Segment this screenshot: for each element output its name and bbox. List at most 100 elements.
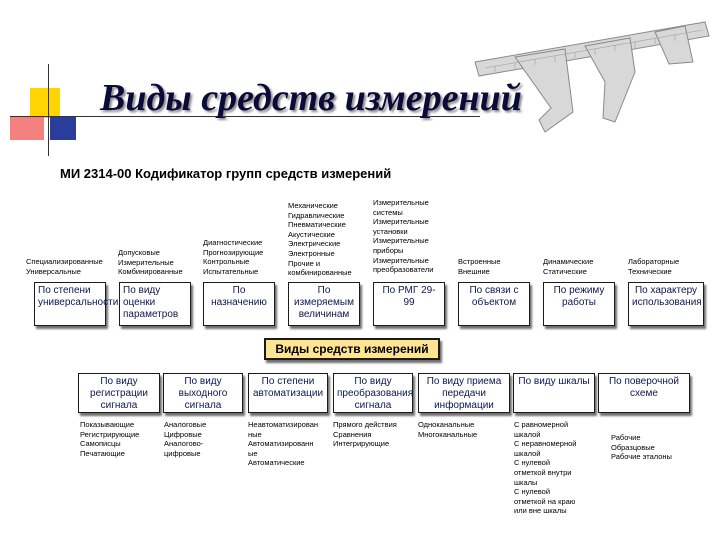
- list-item: Самописцы: [80, 439, 121, 449]
- category-box-mode: По режиму работы: [543, 282, 615, 326]
- category-box-verification: По поверочной схеме: [598, 373, 690, 413]
- caliper-icon: [474, 21, 710, 133]
- list-item: Измерительные: [373, 217, 429, 227]
- slide-title: Виды средств измерений: [100, 77, 522, 119]
- list-item: Прогнозирующие: [203, 247, 264, 257]
- logo-red-square: [10, 116, 44, 140]
- bottom-items-3: Прямого действия Сравнения Интегрирующие: [333, 420, 397, 449]
- category-box-automation: По степени автоматизации: [248, 373, 328, 413]
- list-item: С неравномерной: [514, 439, 577, 449]
- list-item: С нулевой: [514, 487, 551, 497]
- list-item: Прямого действия: [333, 420, 397, 429]
- list-item: Образцовые: [611, 442, 655, 452]
- category-box-estimation: По виду оценки параметров: [119, 282, 191, 326]
- list-item: или вне шкалы: [514, 506, 567, 516]
- list-item: Печатающие: [80, 448, 125, 458]
- list-item: Электронные: [288, 248, 335, 258]
- list-item: ные: [248, 429, 262, 439]
- center-label: Виды средств измерений: [264, 338, 440, 360]
- list-item: Диагностические: [203, 238, 263, 247]
- bottom-items-1: Аналоговые Цифровые Аналогово- цифровые: [164, 420, 206, 458]
- category-box-rmg: По РМГ 29-99: [373, 282, 445, 326]
- list-item: преобразователи: [373, 265, 434, 275]
- list-item: Электрические: [288, 239, 341, 249]
- top-items-5: Встроенные Внешние: [458, 257, 501, 276]
- list-item: Контрольные: [203, 257, 250, 267]
- list-item: отметкой внутри: [514, 467, 572, 477]
- bottom-items-2: Неавтоматизирован ные Автоматизированн ы…: [248, 420, 318, 468]
- list-item: Акустические: [288, 229, 335, 239]
- list-item: Внешние: [458, 266, 490, 276]
- category-box-usage: По характеру использования: [628, 282, 704, 326]
- list-item: Технические: [628, 266, 672, 276]
- list-item: Универсальные: [26, 266, 81, 276]
- top-items-7: Лабораторные Технические: [628, 257, 679, 276]
- list-item: Рабочие: [611, 433, 641, 442]
- list-item: Динамические: [543, 257, 594, 266]
- list-item: С нулевой: [514, 458, 551, 468]
- top-items-2: Диагностические Прогнозирующие Контрольн…: [203, 238, 263, 276]
- list-item: шкалой: [514, 429, 541, 439]
- list-item: Одноканальные: [418, 420, 475, 429]
- category-box-registration: По виду регистрации сигнала: [78, 373, 160, 413]
- category-box-scale: По виду шкалы: [513, 373, 595, 413]
- list-item: системы: [373, 207, 403, 217]
- list-item: Автоматические: [248, 458, 305, 468]
- list-item: Допусковые: [118, 248, 160, 257]
- list-item: С равномерной: [514, 420, 569, 429]
- category-box-universality: По степени универсальности: [34, 282, 118, 326]
- list-item: отметкой на краю: [514, 496, 576, 506]
- category-box-purpose: По назначению: [203, 282, 275, 326]
- bottom-items-6: Рабочие Образцовые Рабочие эталоны: [611, 433, 672, 462]
- list-item: Встроенные: [458, 257, 501, 266]
- list-item: Механические: [288, 201, 338, 210]
- category-box-measured-quantities: По измеряемым величинам: [288, 282, 360, 326]
- list-item: приборы: [373, 245, 404, 255]
- list-item: Лабораторные: [628, 257, 680, 266]
- list-item: шкалы: [514, 477, 538, 487]
- list-item: Аналогово-: [164, 439, 204, 449]
- list-item: Автоматизированн: [248, 439, 314, 449]
- list-item: Специализированные: [26, 257, 103, 266]
- category-box-object-link: По связи с объектом: [458, 282, 530, 326]
- list-item: цифровые: [164, 448, 201, 458]
- list-item: Показывающие: [80, 420, 135, 429]
- list-item: Сравнения: [333, 429, 372, 439]
- top-items-0: Специализированные Универсальные: [26, 257, 103, 276]
- list-item: Измерительные: [118, 257, 174, 267]
- list-item: Аналоговые: [164, 420, 207, 429]
- list-item: шкалой: [514, 448, 541, 458]
- list-item: комбинированные: [288, 268, 352, 278]
- list-item: Цифровые: [164, 429, 202, 439]
- list-item: Пневматические: [288, 220, 346, 230]
- list-item: ые: [248, 448, 258, 458]
- subtitle: МИ 2314-00 Кодификатор групп средств изм…: [60, 166, 392, 181]
- top-items-3: Механические Гидравлические Пневматическ…: [288, 201, 352, 278]
- list-item: Многоканальные: [418, 429, 478, 439]
- category-box-output-signal: По виду выходного сигнала: [163, 373, 243, 413]
- top-items-4: Измерительные системы Измерительные уста…: [373, 198, 433, 275]
- top-items-6: Динамические Статические: [543, 257, 593, 276]
- logo-yellow-square: [30, 88, 60, 118]
- top-items-1: Допусковые Измерительные Комбинированные: [118, 248, 183, 277]
- list-item: Испытательные: [203, 266, 259, 276]
- category-box-conversion: По виду преобразования сигнала: [333, 373, 413, 413]
- list-item: Неавтоматизирован: [248, 420, 319, 429]
- list-item: Измерительные: [373, 198, 429, 207]
- logo-horizontal-line: [10, 116, 480, 117]
- list-item: Статические: [543, 266, 587, 276]
- list-item: установки: [373, 226, 408, 236]
- list-item: Рабочие эталоны: [611, 452, 672, 462]
- list-item: Регистрирующие: [80, 429, 140, 439]
- list-item: Прочие и: [288, 258, 321, 268]
- category-box-transmission: По виду приема передачи информации: [418, 373, 510, 413]
- logo-blue-square: [50, 116, 76, 140]
- logo-vertical-line: [48, 64, 49, 156]
- bottom-items-4: Одноканальные Многоканальные: [418, 420, 477, 439]
- list-item: Измерительные: [373, 255, 429, 265]
- list-item: Интегрирующие: [333, 439, 390, 449]
- bottom-items-0: Показывающие Регистрирующие Самописцы Пе…: [80, 420, 139, 458]
- list-item: Гидравлические: [288, 210, 345, 220]
- list-item: Измерительные: [373, 236, 429, 246]
- bottom-items-5: С равномерной шкалой С неравномерной шка…: [514, 420, 576, 516]
